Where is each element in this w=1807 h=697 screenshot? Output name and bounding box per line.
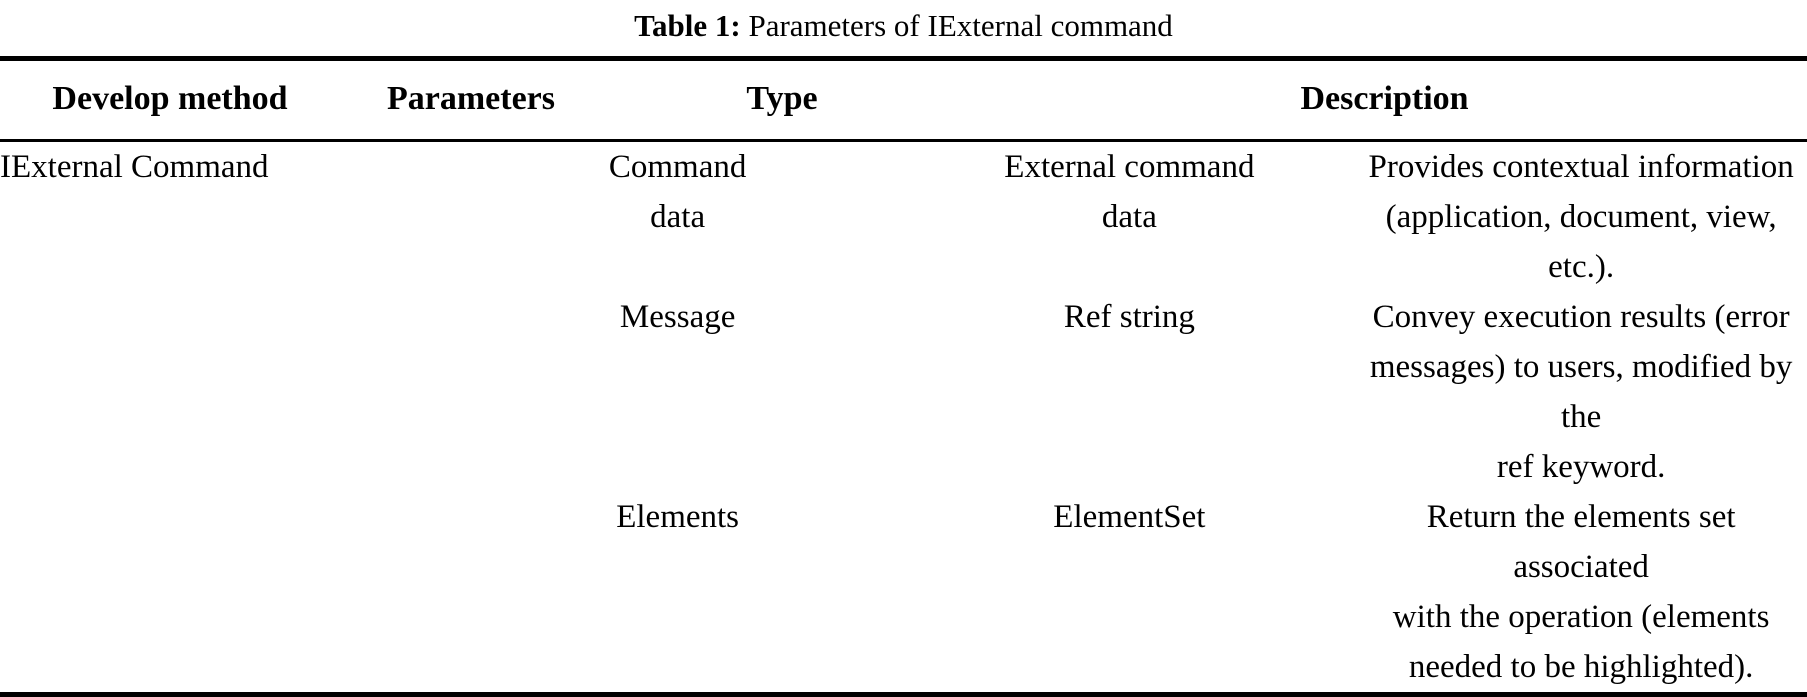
cell-type: ElementSet (904, 492, 1356, 692)
cell-description-line: Provides contextual information (1368, 149, 1794, 185)
cell-description-line: Return the elements set associated (1426, 499, 1736, 585)
cell-parameters: Command data (452, 142, 904, 292)
cell-description-line: ref keyword. (1496, 449, 1666, 485)
caption-text: Parameters of IExternal command (748, 8, 1173, 43)
cell-type-line: Ref string (1063, 299, 1195, 335)
table-rule-top (0, 56, 1807, 61)
cell-description-line: needed to be highlighted). (1408, 649, 1754, 685)
column-header-parameters: Parameters (386, 80, 555, 117)
cell-type-line: ElementSet (1053, 499, 1206, 535)
cell-type-line: data (1101, 199, 1157, 235)
table-row: IExternal Command Command data External … (0, 142, 1807, 292)
cell-type: Ref string (904, 292, 1356, 492)
cell-description: Convey execution results (error messages… (1355, 292, 1807, 492)
cell-parameters-line: Message (619, 299, 736, 335)
column-header-develop-method: Develop method (52, 80, 288, 117)
cell-description-line: with the operation (elements (1392, 599, 1770, 635)
cell-description: Return the elements set associated with … (1355, 492, 1807, 692)
table-row: Message Ref string Convey execution resu… (0, 292, 1807, 492)
table-rule-bottom (0, 692, 1807, 697)
table-head: Develop method Parameters Type Descripti… (0, 61, 1807, 139)
column-header-description: Description (1300, 80, 1469, 117)
cell-description-line: Convey execution results (error (1372, 299, 1790, 335)
cell-parameters: Message (452, 292, 904, 492)
header-row: Develop method Parameters Type Descripti… (0, 61, 1807, 139)
table-rule-header (0, 139, 1807, 142)
cell-type-line: External command (1004, 149, 1255, 185)
cell-parameters: Elements (452, 492, 904, 692)
cell-develop-method: IExternal Command (0, 149, 269, 185)
table-caption: Table 1: Parameters of IExternal command (0, 0, 1807, 56)
cell-parameters-line: data (650, 199, 706, 235)
cell-parameters-line: Command (608, 149, 747, 185)
cell-description-line: (application, document, view, etc.). (1385, 199, 1777, 285)
parameters-table-body: IExternal Command Command data External … (0, 142, 1807, 692)
cell-description-line: messages) to users, modified by the (1369, 349, 1793, 435)
parameters-table: Develop method Parameters Type Descripti… (0, 61, 1807, 139)
cell-type: External command data (904, 142, 1356, 292)
table-body: IExternal Command Command data External … (0, 142, 1807, 692)
cell-parameters-line: Elements (616, 499, 740, 535)
cell-description: Provides contextual information (applica… (1355, 142, 1807, 292)
column-header-type: Type (746, 80, 818, 117)
caption-label: Table 1: (634, 8, 741, 43)
